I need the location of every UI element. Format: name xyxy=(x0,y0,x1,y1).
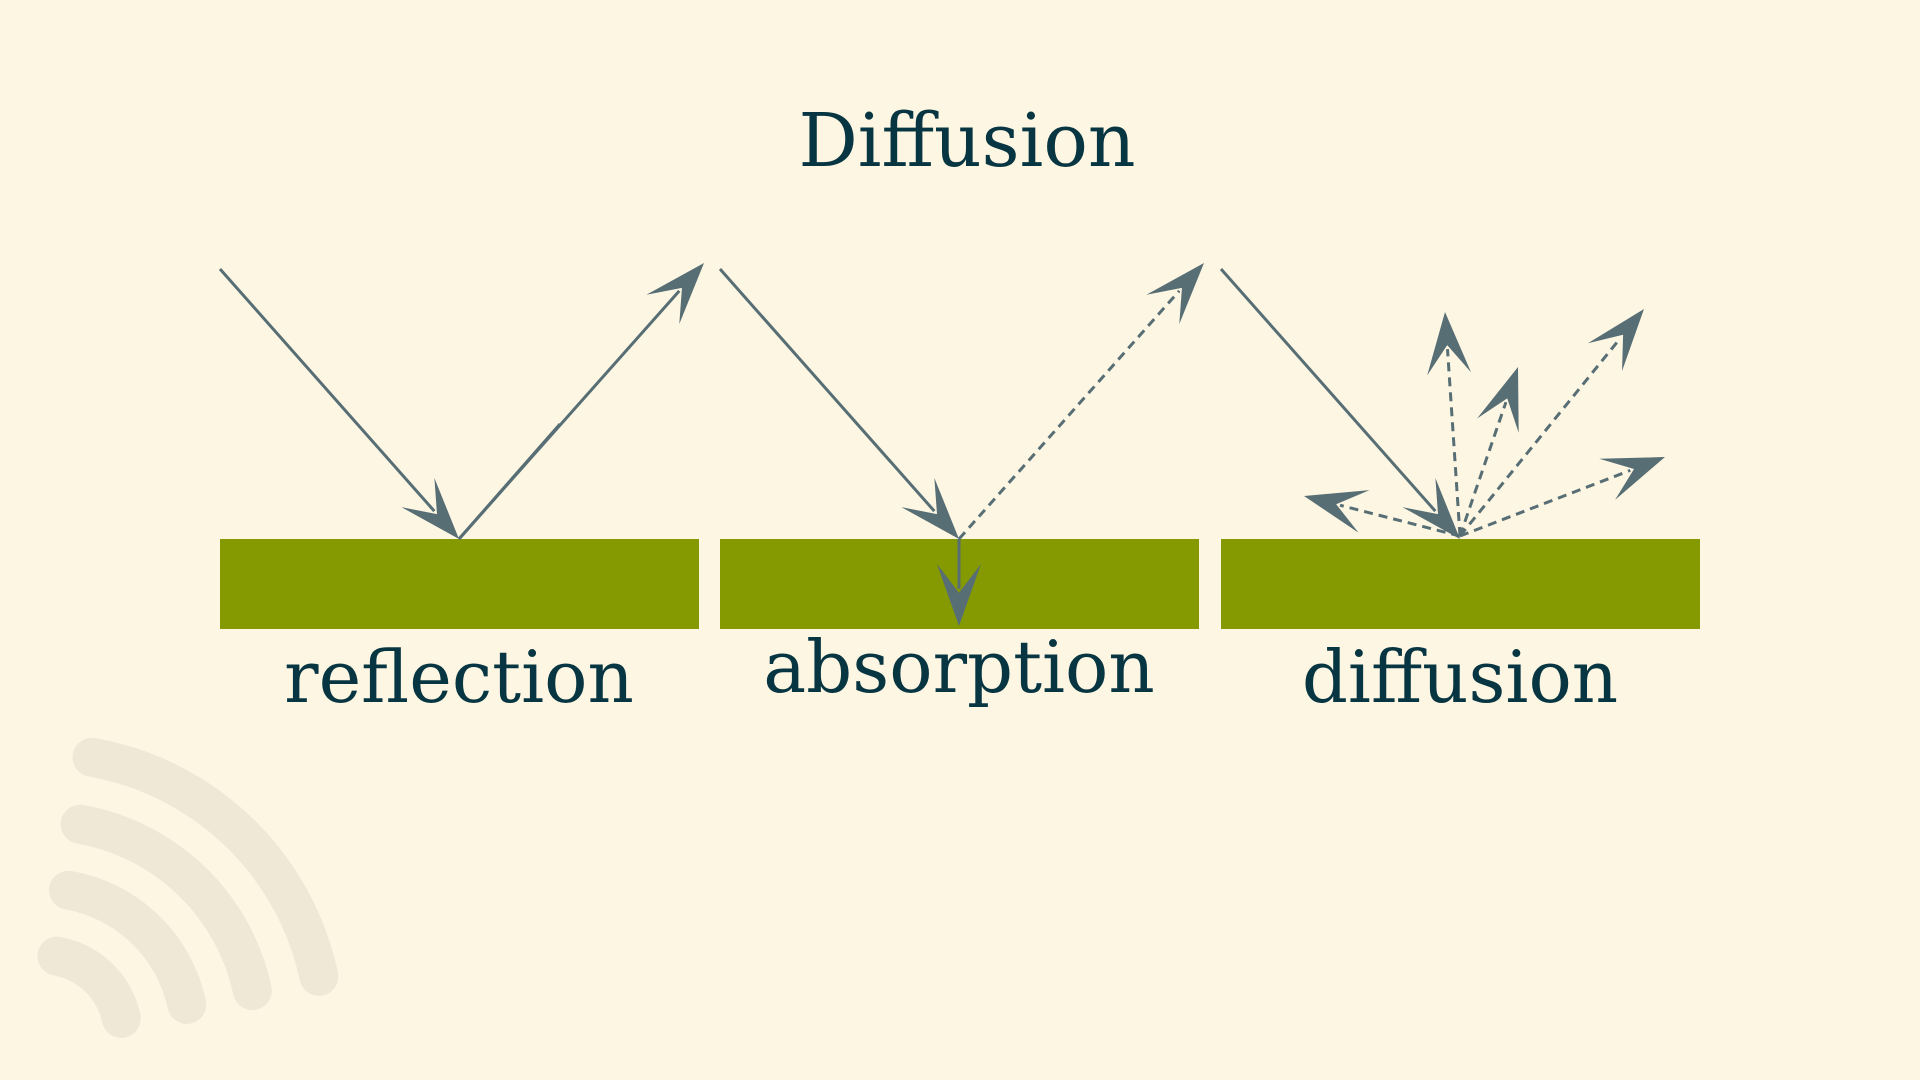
diffusion-scattered-ray-5-line xyxy=(1339,503,1461,538)
absorption-reflected-ray-arrowhead xyxy=(1146,263,1204,324)
diffusion-scattered-ray-1-line xyxy=(1445,349,1462,537)
reflection-label: reflection xyxy=(284,635,634,719)
diffusion-scattered-ray-2-arrowhead xyxy=(1477,367,1519,433)
absorption-incident-ray-line xyxy=(718,268,936,513)
reflection-reflected-ray-line xyxy=(457,289,681,540)
reflection-reflected-ray-arrowhead xyxy=(646,263,704,324)
diffusion-scattered-ray-3-arrowhead xyxy=(1587,309,1644,372)
diffusion-scattered-ray-2-line xyxy=(1458,401,1508,537)
absorption-reflected-ray-line xyxy=(957,289,1181,540)
diffusion-incident-ray-arrowhead xyxy=(1402,477,1460,539)
diffusion-scattered-ray-3-line xyxy=(1458,336,1622,537)
absorption-label: absorption xyxy=(763,625,1155,709)
reflection-incident-ray-line xyxy=(218,268,436,513)
diffusion-incident-ray-line xyxy=(1219,268,1437,513)
diagram-title: Diffusion xyxy=(798,98,1135,184)
arrowheads xyxy=(401,263,1665,626)
signal-wave-arc xyxy=(60,804,272,1011)
rays xyxy=(218,268,1631,589)
signal-wave-arc xyxy=(49,870,207,1024)
absorption-incident-ray-arrowhead xyxy=(901,477,959,539)
diffusion-label: diffusion xyxy=(1302,635,1618,719)
signal-waves-icon xyxy=(37,737,339,1038)
signal-wave-arc xyxy=(72,737,339,996)
signal-wave-arc xyxy=(37,936,141,1038)
diffusion-scattered-ray-5-arrowhead xyxy=(1304,490,1370,533)
reflection-surface xyxy=(220,539,699,629)
diffusion-scattered-ray-4-arrowhead xyxy=(1599,457,1665,500)
diffusion-scattered-ray-4-line xyxy=(1459,468,1631,538)
diffusion-scattered-ray-1-arrowhead xyxy=(1427,312,1472,376)
reflection-incident-ray-arrowhead xyxy=(401,477,459,539)
absorption-absorbed-ray-arrowhead xyxy=(937,564,981,626)
diffusion-surface xyxy=(1221,539,1700,629)
